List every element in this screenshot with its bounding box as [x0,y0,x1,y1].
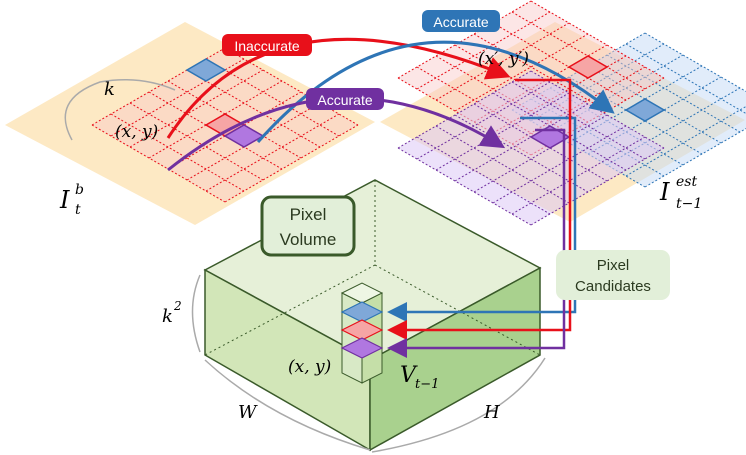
right-purple-grid-line [492,125,627,204]
I-right-label: I [659,178,670,206]
left-red-grid-line [186,69,321,148]
right-blue-grid-line [625,43,746,115]
red-route [387,78,572,340]
pixel-candidates-line1: Pixel [597,257,630,274]
candidate-purple [340,337,384,359]
left-image-plane [5,22,375,225]
w-brace [204,359,371,451]
right-blue-grid-line [625,105,746,177]
k2-brace [191,274,201,353]
volume-hidden-edge-2 [204,264,376,356]
left-red-grid-line [91,124,226,203]
xy-right-label: (x′, y′) [478,49,529,69]
right-red-grid-line [492,22,627,101]
W-label: W [238,402,258,423]
I-left-sub: t [75,202,81,218]
h-brace [371,357,546,453]
I-left-sup: b [75,182,84,198]
right-purple-grid-line [530,147,665,226]
left-red-grid-line [224,47,359,126]
volume-column-top [340,282,384,304]
right-blue-grid-line [644,32,746,93]
left-red-grid-line [129,102,264,181]
H-label: H [483,402,500,423]
accurate-top-tag [422,10,500,32]
k-label: k [104,79,115,100]
right-red-grid-line [473,33,608,112]
pixel-candidates-tag [556,250,670,300]
inaccurate-label: Inaccurate [234,38,300,54]
right-pixel-grids [397,0,746,226]
I-left-label: I [59,186,70,214]
right-red-grid-line [530,0,665,79]
left-red-grid-line [129,69,264,148]
right-purple-grid-line [416,81,551,160]
pixel-volume-line1: Pixel [290,205,327,224]
V-sub: t−1 [415,377,439,392]
volume-box-right [369,266,541,452]
right-purple-grid-line [397,147,532,226]
right-red-grid-line [454,33,589,112]
xy-bottom-label: (x, y) [288,357,331,377]
right-purple-grid-line [397,70,532,149]
I-right-sub: t−1 [676,196,702,212]
candidate-blue [340,301,384,323]
left-red-grid-line [224,124,359,203]
purple-route [387,128,566,358]
xy-left-label: (x, y) [115,122,158,142]
blue-route [387,116,577,322]
left-pixel-grid [91,47,359,203]
left-red-grid-line [205,113,340,192]
volume-hidden-edge-3 [374,264,541,356]
right-purple-grid-line [473,114,608,193]
inaccurate-tag [222,34,312,56]
candidate-red [340,319,384,341]
right-purple-grid-line [435,125,570,204]
pixel-volume-tag [260,195,356,257]
right-purple-grid-line [416,136,551,215]
k2-label: k [162,306,173,327]
accurate-top-label: Accurate [433,14,488,30]
k2-sup: 2 [173,299,182,313]
right-blue-grid-line [606,54,741,133]
right-purple-grid-line [511,136,646,215]
left-red-grid-line [205,58,340,137]
left-red-grid-line [110,113,245,192]
right-red-grid-line [511,11,646,90]
I-right-sup: est [676,174,697,190]
accurate-top-arrow [256,40,615,143]
left-blue-cell [185,58,227,82]
right-blue-cell [624,98,666,122]
accurate-mid-label: Accurate [317,92,372,108]
accurate-mid-tag [306,88,384,110]
right-red-cell [567,55,609,79]
k-brace [64,79,176,141]
right-purple-grid-line [454,114,589,193]
right-red-grid-line [397,0,532,79]
pixel-volume-line2: Volume [280,230,337,249]
pixel-candidates-line2: Candidates [575,278,651,295]
V-label: V [400,363,418,388]
right-red-grid-line [416,11,551,90]
right-blue-grid-line [644,127,746,188]
right-purple-grid-line [511,81,646,160]
